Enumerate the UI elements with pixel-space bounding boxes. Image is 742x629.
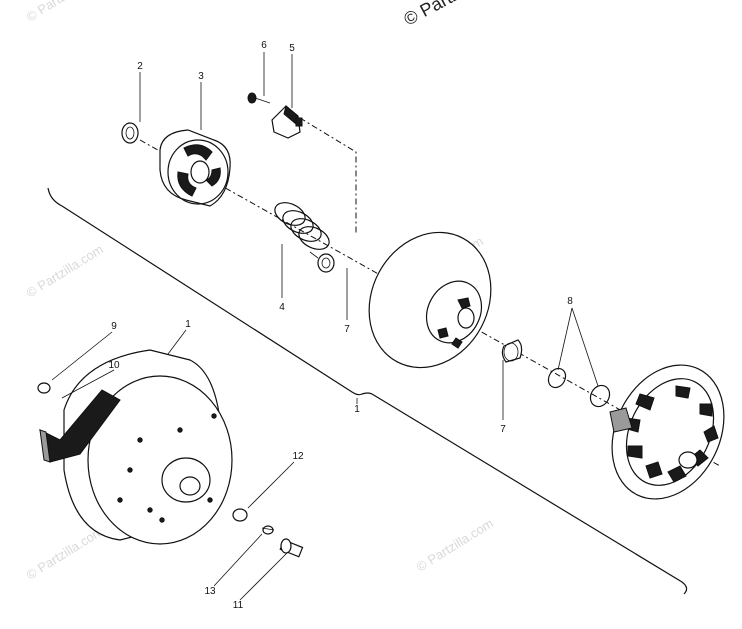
callout-11: 11 [233,600,244,611]
callout-8: 8 [567,296,573,307]
callout-9: 9 [111,321,117,332]
callout-1-top: 1 [185,319,191,330]
callout-7-upper: 7 [344,324,350,335]
callout-3: 3 [198,71,204,82]
callout-7-lower: 7 [500,424,506,435]
watermark: © Partzilla.com [24,523,106,582]
bolt-6 [247,92,271,104]
roller-weight [271,105,303,139]
callout-5: 5 [289,43,295,54]
callout-2: 2 [137,61,143,72]
callout-6: 6 [261,40,267,51]
bushing-upper [317,253,335,273]
spider-assembly [159,129,231,207]
spring [274,202,330,259]
watermark-top: © Partzilla.com [400,0,516,30]
fixed-sheave-fan [609,364,725,500]
washers [547,367,611,408]
callout-4: 4 [279,302,285,313]
snap-ring [121,122,139,144]
movable-sheave [368,231,492,369]
callout-labels: 2 3 6 5 4 7 8 7 1 9 1 10 12 13 11 [108,40,573,611]
callout-10: 10 [108,360,120,371]
callout-12: 12 [292,451,304,462]
assembled-clutch [37,349,233,545]
bushing-lower [501,339,523,363]
mounting-hardware [232,508,304,558]
assembly-bracket [47,187,688,595]
watermark: © Partzilla.com [414,515,496,574]
callout-1-bracket: 1 [354,404,360,415]
watermark: © Partzilla.com [24,0,106,25]
callout-13: 13 [204,586,216,597]
watermark: © Partzilla.com [24,241,106,300]
leader-lines [51,52,599,601]
